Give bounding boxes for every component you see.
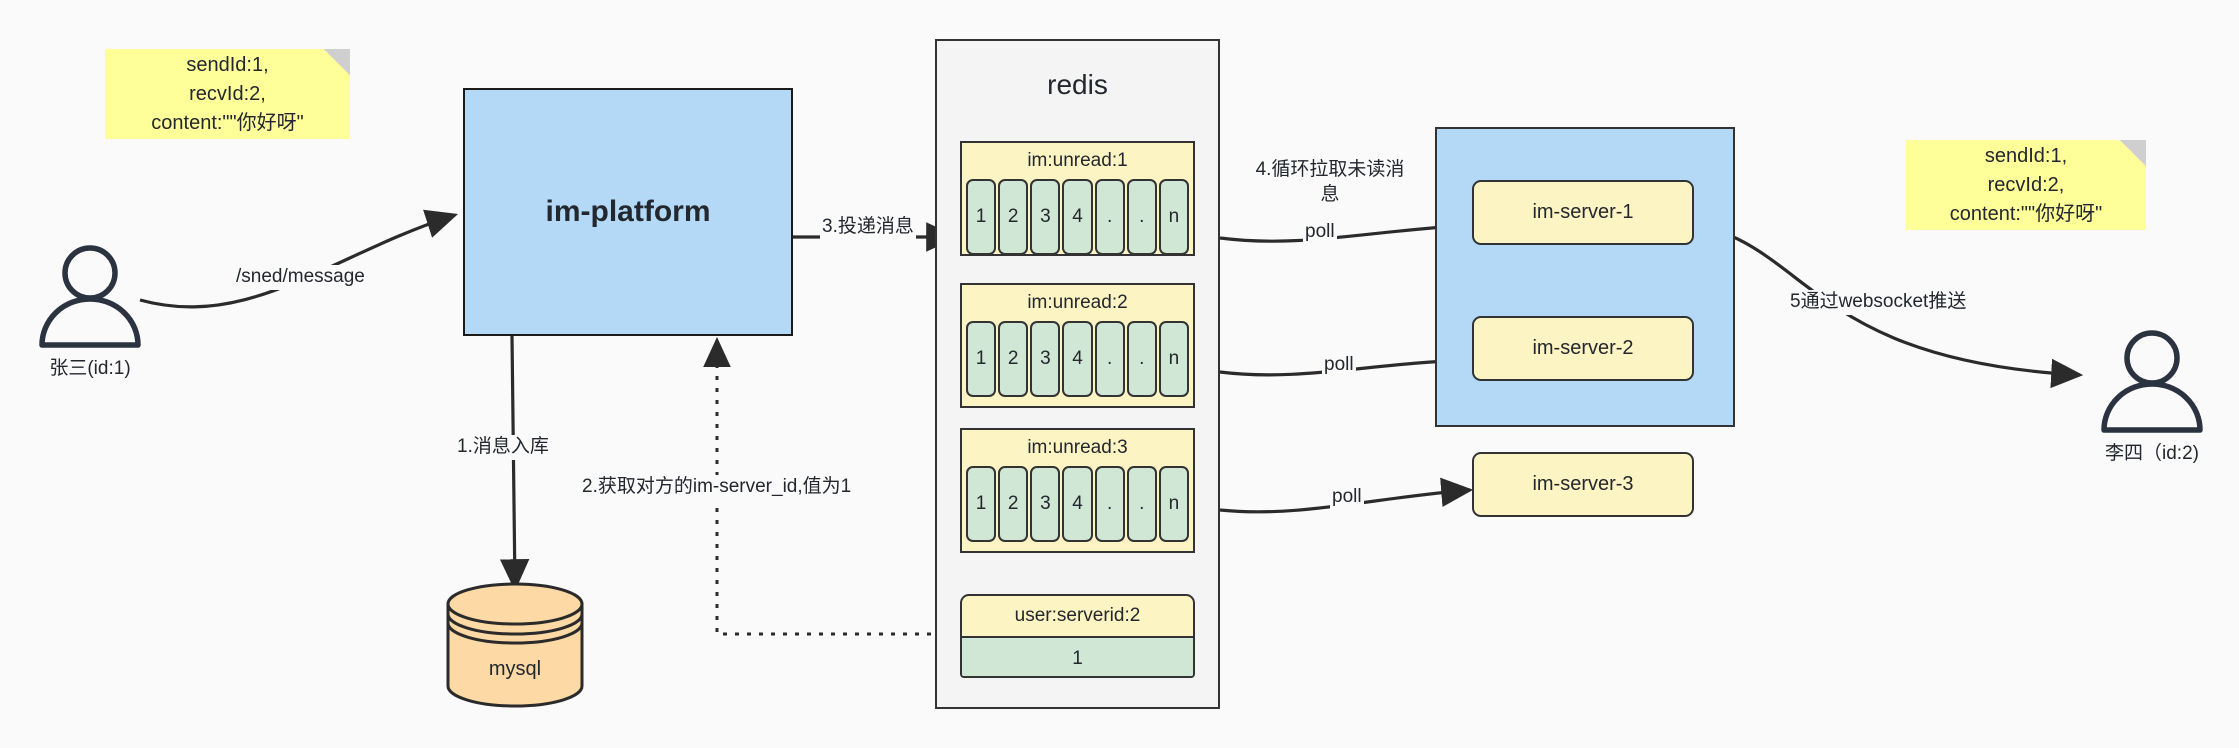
user-icon bbox=[2101, 330, 2203, 433]
redis-key-2-name: im:unread:2 bbox=[1027, 292, 1128, 313]
list-item: 4 bbox=[1062, 179, 1093, 255]
mysql-label: mysql bbox=[488, 658, 542, 680]
im-server-2-label: im-server-2 bbox=[1532, 337, 1634, 359]
edge-label-step3: 3.投递消息 bbox=[820, 215, 916, 240]
redis-key-3-cells: 1 2 3 4 . . n bbox=[962, 466, 1193, 546]
list-item: 2 bbox=[998, 466, 1029, 542]
edge-label-send-message: /sned/message bbox=[234, 265, 367, 290]
list-item: 2 bbox=[998, 179, 1029, 255]
node-im-platform[interactable]: im-platform bbox=[463, 88, 793, 336]
redis-key-1-name: im:unread:1 bbox=[1027, 150, 1128, 171]
list-item: 3 bbox=[1030, 466, 1061, 542]
note-fold-icon bbox=[324, 49, 350, 75]
list-item: . bbox=[1126, 466, 1157, 542]
redis-key-1-cells: 1 2 3 4 . . n bbox=[962, 179, 1193, 259]
user-icon bbox=[39, 245, 141, 348]
list-item: n bbox=[1158, 179, 1189, 255]
list-item: . bbox=[1094, 179, 1125, 255]
list-item: 4 bbox=[1062, 321, 1093, 397]
sticky-note-right-text: sendId:1, recvId:2, content:""你好呀" bbox=[1949, 144, 2103, 225]
sticky-note-left-text: sendId:1, recvId:2, content:""你好呀" bbox=[151, 53, 304, 134]
list-item: . bbox=[1126, 179, 1157, 255]
actor-sender: 张三(id:1) bbox=[30, 245, 150, 385]
im-server-1-label: im-server-1 bbox=[1532, 201, 1634, 223]
container-im-servers bbox=[1435, 127, 1735, 427]
list-item: 4 bbox=[1062, 466, 1093, 542]
list-item: 2 bbox=[998, 321, 1029, 397]
edge-label-step2: 2.获取对方的im-server_id,值为1 bbox=[580, 475, 854, 500]
note-fold-icon bbox=[2120, 140, 2146, 166]
redis-key-user-serverid[interactable]: user:serverid:2 1 bbox=[960, 594, 1195, 678]
list-item: . bbox=[1126, 321, 1157, 397]
redis-key-2-cells: 1 2 3 4 . . n bbox=[962, 321, 1193, 401]
list-item: 3 bbox=[1030, 179, 1061, 255]
im-platform-label: im-platform bbox=[545, 195, 711, 228]
edge-label-poll-3: poll bbox=[1330, 485, 1364, 510]
list-item: 3 bbox=[1030, 321, 1061, 397]
im-server-3-label: im-server-3 bbox=[1532, 473, 1634, 495]
edge-label-poll-2: poll bbox=[1322, 353, 1356, 378]
redis-key-3-name: im:unread:3 bbox=[1027, 437, 1128, 458]
list-item: 1 bbox=[966, 179, 997, 255]
sticky-note-right: sendId:1, recvId:2, content:""你好呀" bbox=[1906, 140, 2146, 230]
actor-receiver-label: 李四（id:2) bbox=[2105, 443, 2199, 464]
node-mysql[interactable]: mysql bbox=[430, 580, 600, 710]
list-item: 1 bbox=[966, 466, 997, 542]
redis-title: redis bbox=[1047, 69, 1108, 100]
redis-kv-value: 1 bbox=[962, 636, 1193, 676]
redis-key-im-unread-3[interactable]: im:unread:3 1 2 3 4 . . n bbox=[960, 428, 1195, 553]
actor-receiver: 李四（id:2) bbox=[2092, 330, 2212, 470]
redis-kv-name: user:serverid:2 bbox=[1014, 605, 1141, 626]
list-item: . bbox=[1094, 321, 1125, 397]
database-icon bbox=[446, 582, 584, 708]
actor-sender-label: 张三(id:1) bbox=[49, 358, 131, 379]
list-item: 1 bbox=[966, 321, 997, 397]
node-im-server-3[interactable]: im-server-3 bbox=[1472, 452, 1694, 517]
edge-label-step1: 1.消息入库 bbox=[455, 435, 551, 460]
edge-label-step5: 5通过websocket推送 bbox=[1788, 290, 1969, 315]
node-im-server-1[interactable]: im-server-1 bbox=[1472, 180, 1694, 245]
redis-key-im-unread-1[interactable]: im:unread:1 1 2 3 4 . . n bbox=[960, 141, 1195, 256]
list-item: . bbox=[1094, 466, 1125, 542]
list-item: n bbox=[1158, 466, 1189, 542]
node-im-server-2[interactable]: im-server-2 bbox=[1472, 316, 1694, 381]
sticky-note-left: sendId:1, recvId:2, content:""你好呀" bbox=[105, 49, 350, 139]
edge-label-step4: 4.循环拉取未读消息 bbox=[1253, 158, 1407, 208]
edge-label-poll-1: poll bbox=[1303, 220, 1337, 245]
list-item: n bbox=[1158, 321, 1189, 397]
redis-key-im-unread-2[interactable]: im:unread:2 1 2 3 4 . . n bbox=[960, 283, 1195, 408]
